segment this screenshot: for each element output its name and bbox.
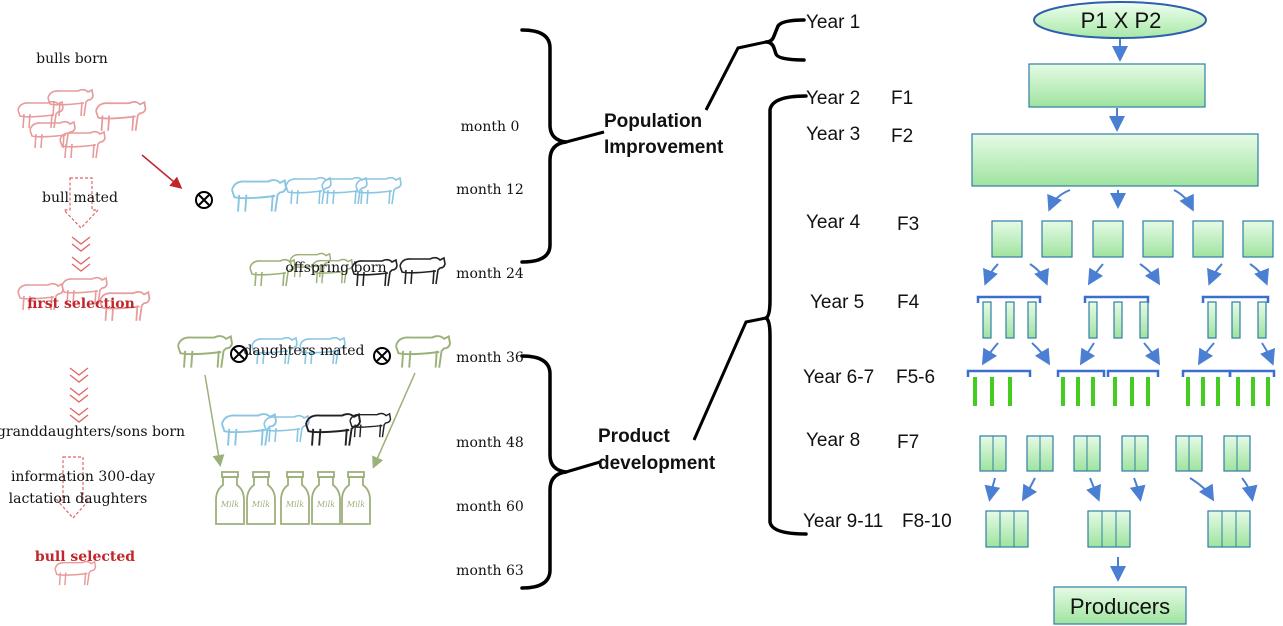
population-brace bbox=[520, 28, 568, 264]
product-brace bbox=[520, 354, 568, 590]
chevrons-2 bbox=[69, 367, 89, 423]
month-label: month 12 bbox=[456, 182, 524, 198]
milk-bottles bbox=[215, 471, 371, 525]
milk-bottle-icon bbox=[215, 471, 245, 525]
info-300-day-label: information 300-day bbox=[11, 469, 155, 485]
f4-group bbox=[1083, 295, 1150, 339]
generation-label: F1 bbox=[891, 88, 913, 109]
producers-box bbox=[1053, 586, 1187, 625]
population-connector bbox=[565, 130, 605, 144]
cross-label: P1 X P2 bbox=[1081, 8, 1162, 33]
year-label: Year 1 bbox=[806, 12, 860, 33]
cross-mark-icon bbox=[230, 345, 391, 365]
f4-group bbox=[1201, 295, 1270, 339]
generation-label: F8-10 bbox=[902, 511, 952, 532]
year-braces bbox=[692, 18, 808, 536]
product-to-years-link bbox=[692, 316, 767, 441]
milk-bottle-icon bbox=[341, 471, 371, 525]
year-label: Year 8 bbox=[806, 430, 860, 451]
dashed-down-arrow-2 bbox=[55, 456, 91, 519]
granddaughters-label: granddaughters/sons born bbox=[0, 424, 185, 440]
f3-to-f4-arrows bbox=[983, 263, 1269, 286]
bull-selected-image bbox=[54, 560, 97, 586]
month-label: month 36 bbox=[456, 350, 524, 366]
product-label-line2: development bbox=[598, 453, 716, 474]
month-label: month 48 bbox=[456, 435, 524, 451]
lactation-daughters-label: lactation daughters bbox=[9, 491, 148, 507]
generation-label: F5-6 bbox=[896, 367, 935, 388]
daughters-mated-label: daughters mated bbox=[243, 343, 364, 359]
year-label: Year 9-11 bbox=[803, 511, 883, 532]
year-label: Year 6-7 bbox=[803, 367, 874, 388]
generation-label: F3 bbox=[897, 214, 919, 235]
timeline-labels: Year 1 Year 2 F1 Year 3 F2 Year 4 F3 Yea… bbox=[803, 12, 952, 532]
year-label: Year 4 bbox=[806, 212, 861, 233]
milk-bottle-icon bbox=[246, 471, 276, 525]
month-labels: month 0 month 12 month 24 month 36 month… bbox=[456, 119, 524, 579]
generation-label: F7 bbox=[897, 432, 919, 453]
blue-cow-row-image bbox=[231, 176, 402, 213]
month-label: month 0 bbox=[461, 119, 520, 135]
milk-label: Milk bbox=[346, 500, 365, 509]
f3-boxes bbox=[991, 220, 1274, 258]
generation-label: F4 bbox=[897, 292, 920, 313]
producers-label: Producers bbox=[1070, 594, 1170, 619]
years-brace bbox=[764, 94, 808, 536]
milk-label: Milk bbox=[220, 500, 239, 509]
f4-group bbox=[976, 295, 1042, 339]
month-label: month 63 bbox=[456, 563, 524, 579]
cross-mark-icon bbox=[195, 191, 213, 209]
bull-herd-image bbox=[17, 88, 147, 159]
f2-box bbox=[971, 133, 1259, 187]
f7-boxes bbox=[979, 435, 1251, 472]
f4-to-f5-arrows bbox=[981, 342, 1275, 366]
dashed-down-arrow bbox=[62, 177, 100, 229]
generation-label: F2 bbox=[891, 126, 913, 147]
left-panel: bulls born bull mated firs bbox=[0, 51, 185, 586]
product-connector bbox=[565, 460, 601, 474]
product-label-line1: Product bbox=[598, 426, 670, 447]
milk-bottle-icon bbox=[280, 471, 310, 525]
cows-panel: offspring born daughters mated bbox=[177, 176, 451, 525]
granddaughters-row-image bbox=[221, 412, 392, 447]
phase-braces: Population Improvement Product developme… bbox=[520, 28, 724, 590]
daughter-to-milk-arrow bbox=[204, 374, 225, 467]
cross-oval bbox=[1033, 1, 1207, 39]
population-label-line1: Population bbox=[604, 111, 702, 132]
milk-label: Milk bbox=[316, 500, 335, 509]
daughter-to-milk-arrow bbox=[372, 372, 416, 469]
population-label-line2: Improvement bbox=[604, 137, 724, 158]
f8-10-boxes bbox=[985, 510, 1251, 548]
month-label: month 60 bbox=[456, 499, 524, 515]
year-label: Year 5 bbox=[810, 292, 864, 313]
year-label: Year 2 bbox=[806, 88, 860, 109]
milk-label: Milk bbox=[251, 500, 270, 509]
year1-brace bbox=[764, 18, 806, 62]
month-label: month 24 bbox=[456, 266, 524, 282]
year-label: Year 3 bbox=[806, 124, 860, 145]
f2-to-f3-arrows bbox=[1047, 189, 1194, 212]
f5-6-groups bbox=[966, 369, 1276, 406]
offspring-born-label: offspring born bbox=[285, 260, 386, 276]
chevrons-1 bbox=[71, 236, 91, 272]
population-to-year1-link bbox=[704, 40, 767, 111]
bull-selected-label: bull selected bbox=[35, 549, 135, 565]
f7-to-f8-arrows bbox=[984, 477, 1258, 502]
f1-box bbox=[1028, 63, 1206, 108]
f4-groups bbox=[976, 295, 1270, 339]
bull-to-cross-arrow bbox=[141, 154, 183, 189]
breeding-flowchart: P1 X P2 bbox=[966, 1, 1276, 625]
first-selection-label: first selection bbox=[27, 296, 135, 312]
bulls-born-label: bulls born bbox=[36, 51, 108, 67]
milk-bottle-icon bbox=[311, 471, 341, 525]
bull-mated-label: bull mated bbox=[42, 190, 118, 206]
milk-label: Milk bbox=[285, 500, 304, 509]
